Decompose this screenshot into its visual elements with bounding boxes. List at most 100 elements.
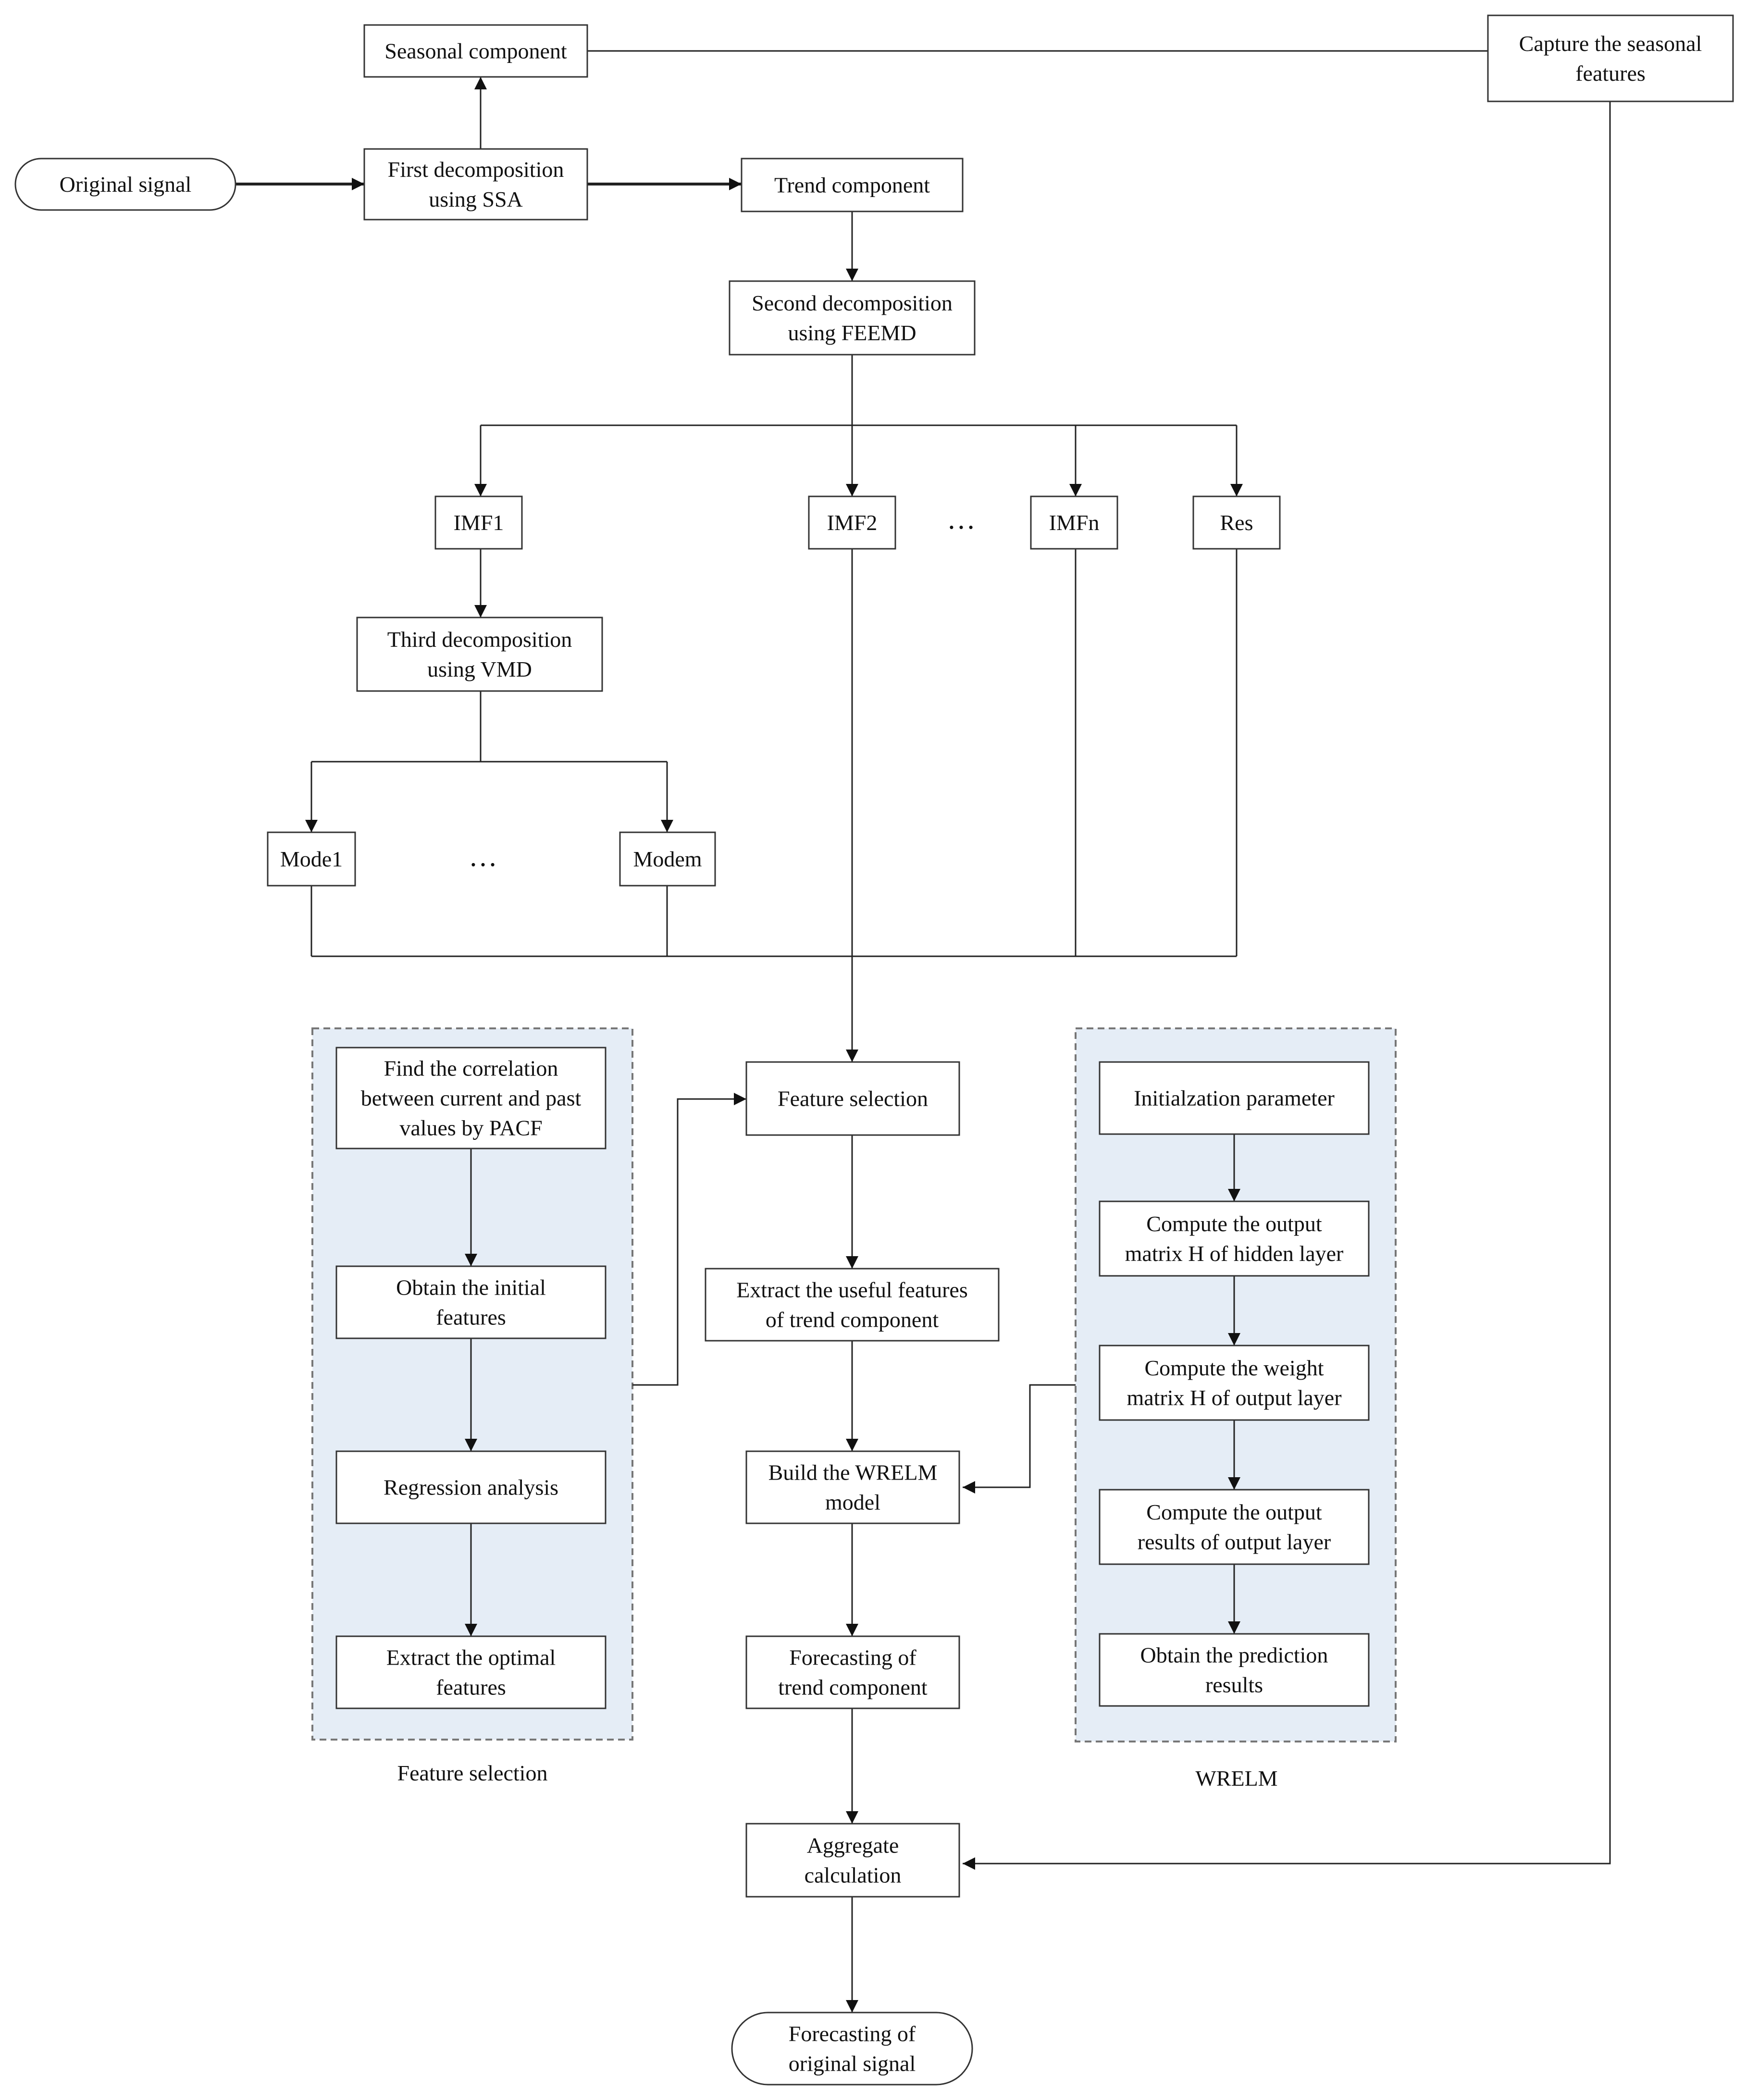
trend-component-node: Trend component bbox=[741, 158, 964, 212]
second-decomposition-box bbox=[729, 280, 976, 356]
imf2-box bbox=[808, 495, 896, 550]
compute-results-label: results of output layer bbox=[1138, 1530, 1331, 1554]
mode1-box bbox=[267, 831, 356, 887]
extract-useful-box bbox=[705, 1268, 1000, 1342]
imf2-label: IMF2 bbox=[827, 510, 878, 535]
imfn-label: IMFn bbox=[1049, 510, 1100, 535]
compute-weight-box bbox=[1099, 1345, 1370, 1421]
trend-component-box bbox=[741, 158, 964, 212]
compute-results-label: Compute the output bbox=[1146, 1500, 1322, 1524]
forecast-trend-label: Forecasting of bbox=[789, 1645, 916, 1670]
compute-results-node: Compute the output results of output laye… bbox=[1099, 1489, 1370, 1565]
extract-useful-label: of trend component bbox=[766, 1308, 939, 1332]
res-node: Res bbox=[1192, 495, 1281, 550]
first-decomposition-label: First decomposition bbox=[388, 157, 564, 182]
init-param-box bbox=[1099, 1061, 1370, 1135]
arrow-capture-to-aggregate bbox=[963, 101, 1611, 1870]
compute-weight-label: matrix H of output layer bbox=[1127, 1385, 1341, 1410]
arrow-wrelm-to-build bbox=[963, 1384, 1076, 1494]
seasonal-component-box bbox=[363, 24, 588, 78]
imf2-node: IMF2 bbox=[808, 495, 896, 550]
feature-selection-group-label: Feature selection bbox=[397, 1761, 548, 1785]
aggregate-label: Aggregate bbox=[807, 1833, 899, 1858]
feature-selection-node: Feature selection bbox=[745, 1061, 960, 1136]
aggregate-box bbox=[745, 1823, 960, 1898]
initial-features-label: Obtain the initial bbox=[396, 1275, 546, 1300]
mode1-node: Mode1 bbox=[267, 831, 356, 887]
imf1-label: IMF1 bbox=[454, 510, 504, 535]
optimal-features-label: Extract the optimal bbox=[386, 1645, 556, 1670]
first-decomposition-node: First decomposition using SSA bbox=[363, 148, 588, 221]
res-box bbox=[1192, 495, 1281, 550]
imfn-box bbox=[1030, 495, 1118, 550]
compute-h-node: Compute the output matrix H of hidden lay… bbox=[1099, 1200, 1370, 1277]
aggregate-node: Aggregate calculation bbox=[745, 1823, 960, 1898]
second-decomposition-label: using FEEMD bbox=[788, 321, 916, 345]
original-signal-box bbox=[14, 158, 236, 211]
modem-label: Modem bbox=[633, 847, 702, 871]
regression-node: Regression analysis bbox=[335, 1450, 607, 1524]
res-label: Res bbox=[1220, 510, 1253, 535]
wrelm-group-label: WRELM bbox=[1195, 1766, 1277, 1791]
init-param-node: Initialzation parameter bbox=[1099, 1061, 1370, 1135]
mode-ellipsis: … bbox=[469, 840, 497, 872]
build-wrelm-box bbox=[745, 1450, 960, 1524]
first-decomposition-label: using SSA bbox=[429, 187, 523, 211]
regression-box bbox=[335, 1450, 607, 1524]
seasonal-component-label: Seasonal component bbox=[384, 39, 567, 63]
modem-node: Modem bbox=[619, 831, 716, 887]
obtain-results-label: results bbox=[1205, 1673, 1263, 1697]
forecast-original-node: Forecasting of original signal bbox=[731, 2012, 973, 2086]
trend-component-label: Trend component bbox=[774, 173, 930, 198]
boxes: Original signal Seasonal component Capture… bbox=[14, 14, 1734, 2086]
connectors bbox=[235, 50, 1611, 2013]
initial-features-label: features bbox=[436, 1305, 506, 1330]
optimal-features-box bbox=[335, 1635, 607, 1709]
capture-seasonal-label: features bbox=[1575, 61, 1646, 86]
forecast-original-label: original signal bbox=[789, 2051, 916, 2076]
original-signal-node: Original signal bbox=[14, 158, 236, 211]
third-decomposition-label: using VMD bbox=[427, 657, 532, 681]
pacf-label: between current and past bbox=[361, 1086, 582, 1111]
aggregate-label: calculation bbox=[805, 1863, 902, 1888]
build-wrelm-label: Build the WRELM bbox=[768, 1460, 938, 1485]
pacf-label: Find the correlation bbox=[384, 1056, 558, 1081]
first-decomposition-box bbox=[363, 148, 588, 221]
compute-h-box bbox=[1099, 1200, 1370, 1277]
compute-h-label: Compute the output bbox=[1146, 1211, 1322, 1236]
capture-seasonal-box bbox=[1487, 14, 1734, 102]
third-decomposition-box bbox=[356, 617, 603, 692]
feature-selection-label: Feature selection bbox=[778, 1087, 928, 1111]
extract-useful-label: Extract the useful features bbox=[736, 1278, 968, 1302]
forecast-trend-node: Forecasting of trend component bbox=[745, 1635, 960, 1709]
modem-box bbox=[619, 831, 716, 887]
imf-ellipsis: … bbox=[947, 503, 976, 535]
forecast-original-label: Forecasting of bbox=[789, 2022, 916, 2046]
original-signal-label: Original signal bbox=[60, 172, 192, 197]
obtain-results-box bbox=[1099, 1633, 1370, 1707]
imf1-node: IMF1 bbox=[434, 495, 523, 550]
imf1-box bbox=[434, 495, 523, 550]
capture-seasonal-label: Capture the seasonal bbox=[1519, 31, 1702, 56]
forecast-trend-label: trend component bbox=[778, 1675, 928, 1700]
arrow-group-to-feature bbox=[632, 1093, 746, 1386]
feature-selection-box bbox=[745, 1061, 960, 1136]
extract-useful-node: Extract the useful features of trend comp… bbox=[705, 1268, 1000, 1342]
pacf-box bbox=[335, 1047, 607, 1149]
initial-features-box bbox=[335, 1265, 607, 1339]
pacf-label: values by PACF bbox=[399, 1116, 542, 1140]
forecast-original-box bbox=[731, 2012, 973, 2086]
imfn-node: IMFn bbox=[1030, 495, 1118, 550]
obtain-results-label: Obtain the prediction bbox=[1140, 1643, 1328, 1668]
initial-features-node: Obtain the initial features bbox=[335, 1265, 607, 1339]
forecast-trend-box bbox=[745, 1635, 960, 1709]
compute-h-label: matrix H of hidden layer bbox=[1125, 1241, 1344, 1266]
capture-seasonal-node: Capture the seasonal features bbox=[1487, 14, 1734, 102]
init-param-label: Initialzation parameter bbox=[1134, 1086, 1335, 1111]
